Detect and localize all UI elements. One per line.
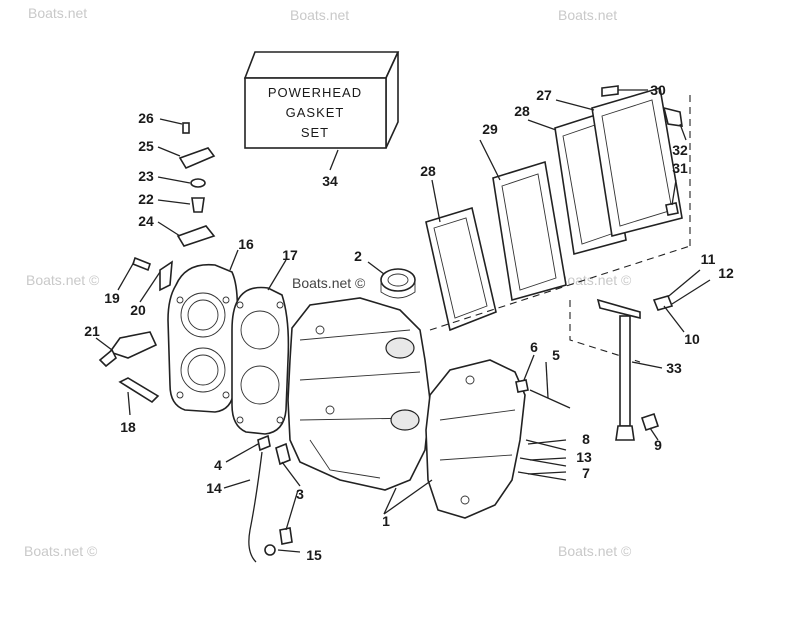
callout-19[interactable]: 19 bbox=[104, 290, 120, 306]
callout-16[interactable]: 16 bbox=[238, 236, 254, 252]
callout-34[interactable]: 34 bbox=[322, 173, 338, 189]
callout-13[interactable]: 13 bbox=[576, 449, 592, 465]
watermark: Boats.net © bbox=[558, 543, 632, 559]
hardware bbox=[98, 85, 711, 563]
watermark: Boats.net © bbox=[26, 272, 100, 288]
seal bbox=[380, 268, 416, 299]
gasket-box-line2: GASKET bbox=[286, 105, 345, 120]
exhaust-gasket bbox=[425, 206, 497, 332]
callout-9[interactable]: 9 bbox=[654, 437, 662, 453]
gasket-set-box: POWERHEAD GASKET SET bbox=[243, 51, 400, 149]
cylinder-head bbox=[167, 263, 239, 413]
callout-14[interactable]: 14 bbox=[206, 480, 222, 496]
callout-2[interactable]: 2 bbox=[354, 248, 362, 264]
exhaust-inner-cover bbox=[492, 160, 567, 302]
callout-23[interactable]: 23 bbox=[138, 168, 154, 184]
callout-7[interactable]: 7 bbox=[582, 465, 590, 481]
throttle-linkage bbox=[596, 298, 641, 441]
callout-6[interactable]: 6 bbox=[530, 339, 538, 355]
callout-21[interactable]: 21 bbox=[84, 323, 100, 339]
callout-5[interactable]: 5 bbox=[552, 347, 560, 363]
callout-22[interactable]: 22 bbox=[138, 191, 154, 207]
callout-4[interactable]: 4 bbox=[214, 457, 222, 473]
callout-26[interactable]: 26 bbox=[138, 110, 154, 126]
callout-25[interactable]: 25 bbox=[138, 138, 154, 154]
callout-24[interactable]: 24 bbox=[138, 213, 154, 229]
callout-32[interactable]: 32 bbox=[672, 142, 688, 158]
watermark: Boats.net © bbox=[558, 272, 632, 288]
gasket-box-line3: SET bbox=[301, 125, 329, 140]
callout-17[interactable]: 17 bbox=[282, 247, 298, 263]
callout-20[interactable]: 20 bbox=[130, 302, 146, 318]
callout-30[interactable]: 30 bbox=[650, 82, 666, 98]
callout-28b[interactable]: 28 bbox=[514, 103, 530, 119]
callout-12[interactable]: 12 bbox=[718, 265, 734, 281]
leader-lines bbox=[95, 89, 687, 553]
callout-10[interactable]: 10 bbox=[684, 331, 700, 347]
cylinder-block bbox=[287, 297, 431, 491]
head-gasket bbox=[231, 286, 290, 435]
callout-8[interactable]: 8 bbox=[582, 431, 590, 447]
crankcase-half bbox=[425, 359, 526, 519]
callout-11[interactable]: 11 bbox=[701, 251, 716, 267]
watermark: Boats.net bbox=[558, 7, 617, 23]
callout-18[interactable]: 18 bbox=[120, 419, 136, 435]
callout-29[interactable]: 29 bbox=[482, 121, 498, 137]
watermark: Boats.net bbox=[290, 7, 349, 23]
watermark: Boats.net © bbox=[24, 543, 98, 559]
watermark: Boats.net bbox=[28, 5, 87, 21]
callout-1[interactable]: 1 bbox=[382, 513, 390, 529]
callout-31[interactable]: 31 bbox=[672, 160, 688, 176]
callout-27[interactable]: 27 bbox=[536, 87, 552, 103]
callout-3[interactable]: 3 bbox=[296, 486, 304, 502]
gasket-box-line1: POWERHEAD bbox=[268, 85, 362, 100]
callout-28a[interactable]: 28 bbox=[420, 163, 436, 179]
watermark: Boats.net © bbox=[292, 275, 366, 291]
callout-33[interactable]: 33 bbox=[666, 360, 682, 376]
callout-15[interactable]: 15 bbox=[306, 547, 322, 563]
